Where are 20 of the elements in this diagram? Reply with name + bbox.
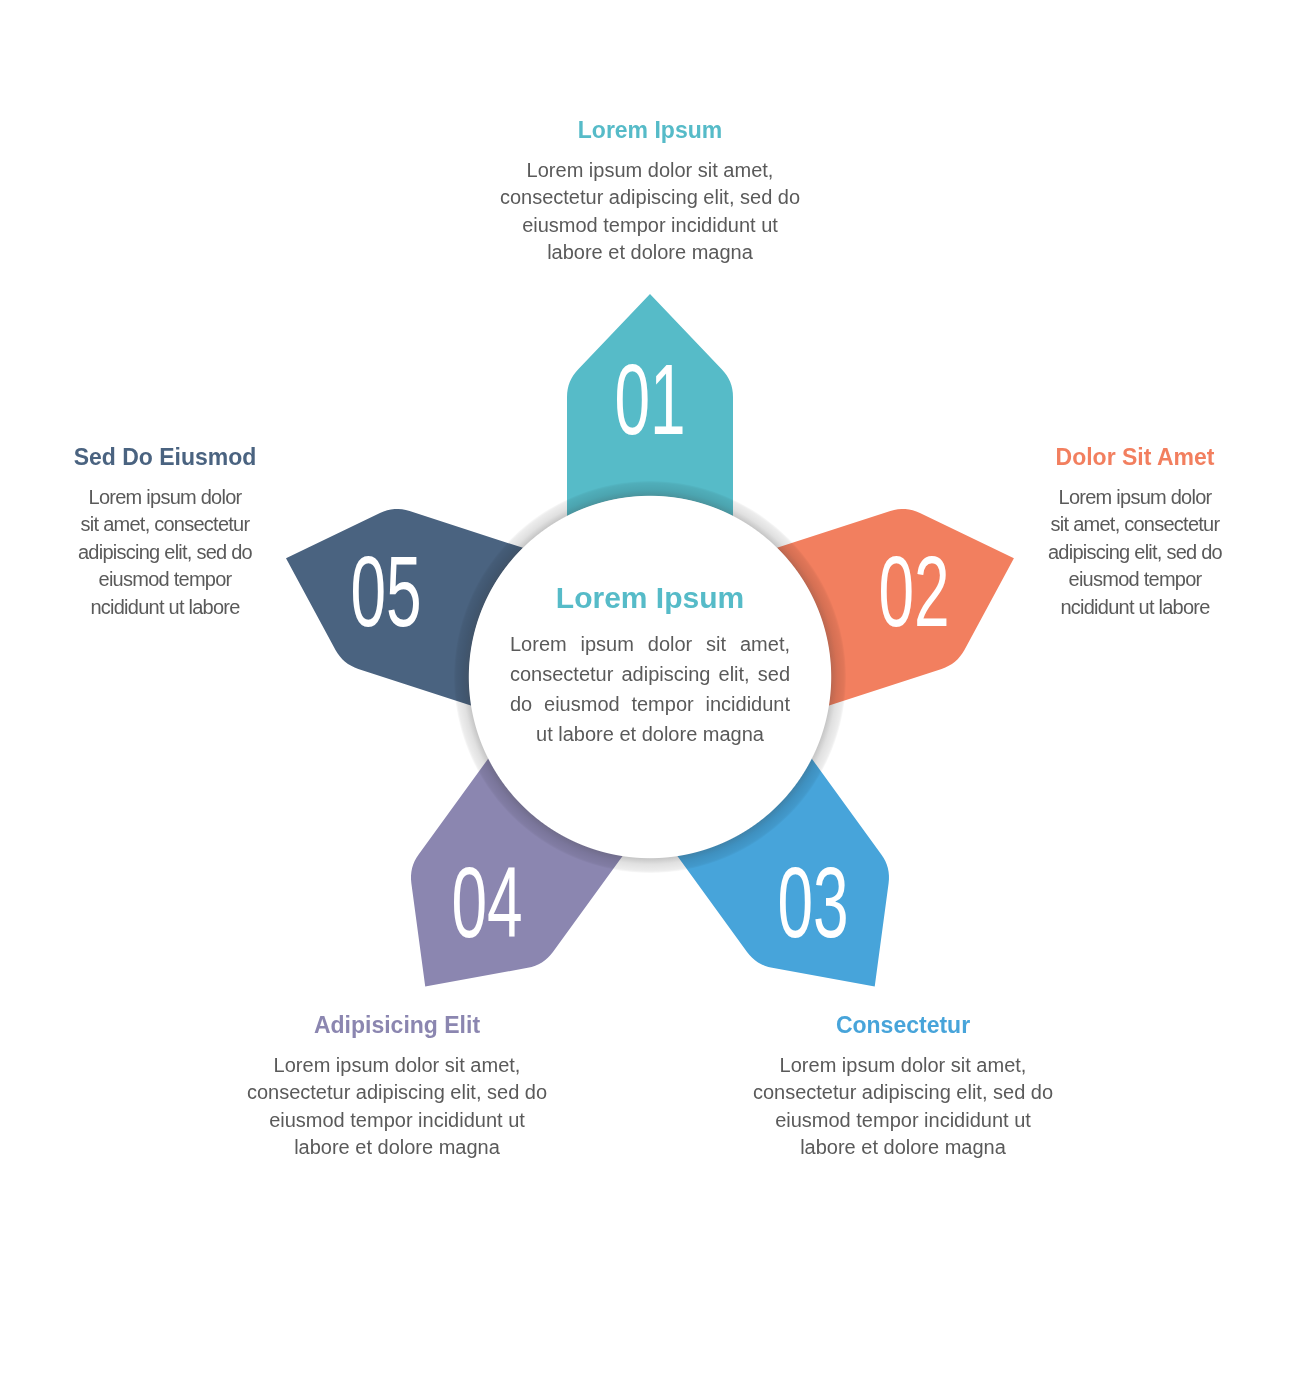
step-description: Lorem ipsum dolor sit amet, consectetur adipiscing elit, sed do eiusmod tempor incididunt ut labore et dolore magna	[751, 1053, 1055, 1161]
step-description: Lorem ipsum dolor sit amet, consectetur adipiscing elit, sed do eiusmod tempor ncididunt ut labore	[77, 485, 253, 620]
center-description: Lorem ipsum dolor sit amet, consectetur adipiscing elit, sed do eiusmod tempor incididunt ut labore et dolore magna	[510, 632, 790, 747]
step-number: 05	[350, 553, 422, 630]
step-number: 04	[451, 863, 523, 940]
step-description: Lorem ipsum dolor sit amet, consectetur adipiscing elit, sed do eiusmod tempor incididunt ut labore et dolore magna	[498, 158, 802, 266]
center-heading: Lorem Ipsum	[555, 581, 745, 615]
step-heading: Sed Do Eiusmod	[73, 444, 257, 470]
step-description: Lorem ipsum dolor sit amet, consectetur adipiscing elit, sed do eiusmod tempor incididunt ut labore et dolore magna	[245, 1053, 549, 1161]
pentagon-tab	[567, 294, 733, 517]
pentagon-tab	[410, 758, 623, 987]
step-number: 03	[777, 863, 849, 940]
step-heading: Adipisicing Elit	[313, 1012, 481, 1038]
step-number: 01	[614, 361, 686, 437]
step-description: Lorem ipsum dolor sit amet, consectetur adipiscing elit, sed do eiusmod tempor ncididunt ut labore	[1047, 485, 1223, 620]
pentagon-tab	[677, 758, 890, 987]
step-heading: Consectetur	[835, 1012, 971, 1038]
step-number: 02	[878, 553, 950, 630]
step-heading: Dolor Sit Amet	[1055, 444, 1215, 470]
step-heading: Lorem Ipsum	[577, 117, 723, 143]
